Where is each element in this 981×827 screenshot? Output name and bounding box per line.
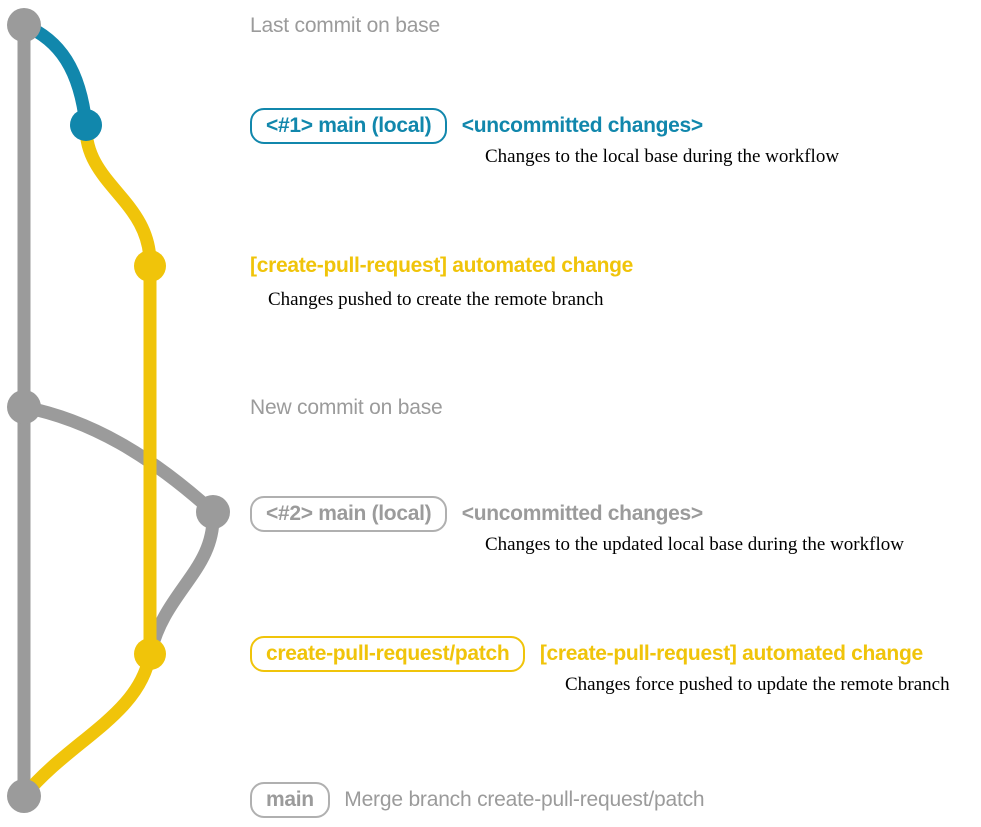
- node-last-commit-on-base: [7, 8, 41, 42]
- ref-badge-main[interactable]: main: [250, 782, 330, 818]
- yellow-branch-to-automated1: [79, 118, 157, 273]
- commit-subject: Merge branch create-pull-request/patch: [344, 788, 705, 811]
- commit-subject: <uncommitted changes>: [461, 114, 703, 137]
- commit-row-automated-change-1: [create-pull-request] automated change: [250, 254, 633, 278]
- node-merge-commit: [7, 779, 41, 813]
- commit-row-automated-change-2: create-pull-request/patch [create-pull-r…: [250, 636, 923, 672]
- ref-badge-main-local-1[interactable]: <#1> main (local): [250, 108, 448, 144]
- ref-badge-create-pull-request-patch[interactable]: create-pull-request/patch: [250, 636, 526, 672]
- commit-subject: New commit on base: [250, 396, 443, 419]
- commit-row-new-commit-on-base: New commit on base: [250, 396, 443, 420]
- branch-graph-svg: [7, 8, 230, 813]
- commit-description-automated-change-2: Changes force pushed to update the remot…: [565, 674, 950, 695]
- blue-branch-to-local1: [17, 18, 93, 132]
- commit-row-merge-commit: main Merge branch create-pull-request/pa…: [250, 782, 705, 818]
- yellow-branch-to-merge: [17, 647, 157, 803]
- commit-description-automated-change-1: Changes pushed to create the remote bran…: [268, 289, 604, 310]
- commit-description-local-commit-2: Changes to the updated local base during…: [485, 534, 904, 555]
- commit-description-local-commit-1: Changes to the local base during the wor…: [485, 146, 840, 167]
- node-automated-change-1: [134, 250, 166, 282]
- gray-branch-to-local2: [17, 400, 220, 519]
- gray-branch-to-patch: [143, 505, 220, 661]
- commit-row-local-commit-1: <#1> main (local) <uncommitted changes>: [250, 108, 703, 144]
- commit-subject: <uncommitted changes>: [461, 502, 703, 525]
- node-new-commit-on-base: [7, 390, 41, 424]
- commit-row-local-commit-2: <#2> main (local) <uncommitted changes>: [250, 496, 703, 532]
- node-local-commit-1: [70, 109, 102, 141]
- ref-badge-main-local-2[interactable]: <#2> main (local): [250, 496, 448, 532]
- commit-subject: [create-pull-request] automated change: [250, 254, 634, 277]
- commit-row-last-commit-on-base: Last commit on base: [250, 14, 440, 38]
- commit-subject: [create-pull-request] automated change: [539, 642, 923, 665]
- node-local-commit-2: [196, 495, 230, 529]
- commit-subject: Last commit on base: [250, 14, 440, 37]
- node-automated-change-2: [134, 638, 166, 670]
